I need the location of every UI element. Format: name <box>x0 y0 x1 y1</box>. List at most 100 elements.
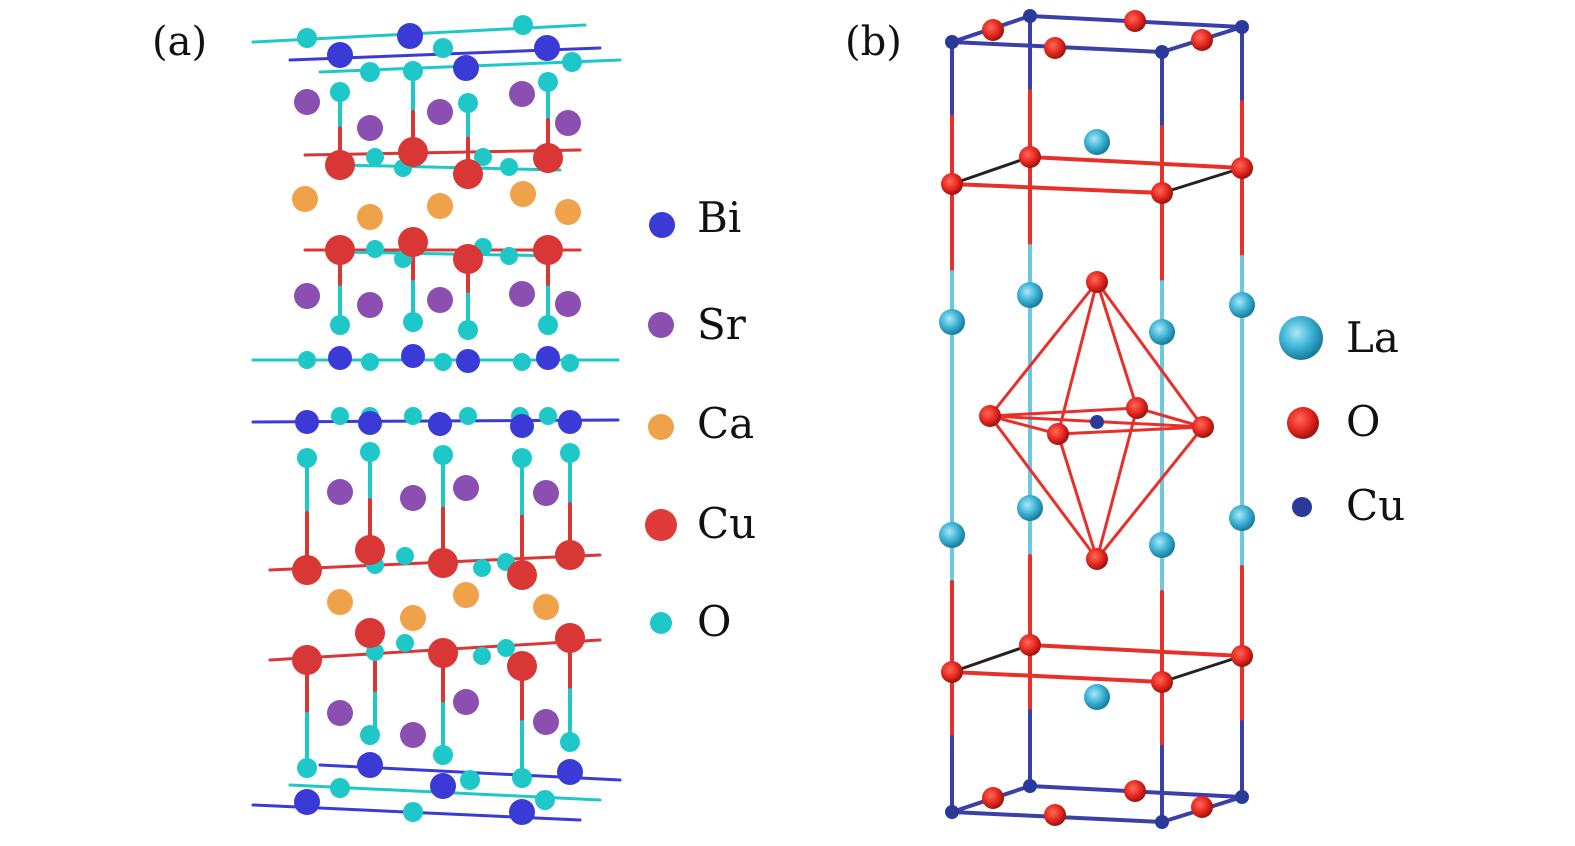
atom-bi <box>328 346 352 370</box>
atom-ca <box>533 594 559 620</box>
atom-o <box>434 353 452 371</box>
atom-bi <box>397 23 423 49</box>
atom-o <box>1191 796 1213 818</box>
atom-o <box>1044 804 1066 826</box>
atom-ca <box>327 589 353 615</box>
atom-cu <box>1155 815 1169 829</box>
atom-o <box>1044 37 1066 59</box>
atom-sr <box>427 287 453 313</box>
atom-o <box>1151 671 1173 693</box>
atom-cu <box>945 805 959 819</box>
atom-sr <box>533 480 559 506</box>
atom-cu <box>355 618 385 648</box>
atom-sr <box>509 281 535 307</box>
atom-o <box>366 148 384 166</box>
octahedron-edge <box>1056 425 1205 436</box>
atom-cu <box>507 651 537 681</box>
atom-bi <box>428 412 452 436</box>
atom-cu <box>398 137 428 167</box>
atom-ca <box>400 605 426 631</box>
legend-marker-la <box>1279 316 1323 360</box>
cell-edge <box>1028 155 1244 170</box>
atom-o <box>941 173 963 195</box>
octahedron-edge <box>988 406 1139 418</box>
octahedron-edge <box>1135 406 1205 429</box>
atom-bi <box>358 411 382 435</box>
atom-o <box>560 732 580 752</box>
atom-o <box>403 61 423 81</box>
atom-cu <box>1235 20 1249 34</box>
octahedron-edge <box>1056 280 1099 436</box>
octahedron-edge <box>1056 432 1099 561</box>
atom-o <box>331 407 349 425</box>
atom-cu <box>292 555 322 585</box>
atom-o <box>473 647 491 665</box>
atom-o <box>297 28 317 48</box>
atom-cu <box>1023 9 1037 23</box>
atom-cu <box>292 645 322 675</box>
atom-sr <box>294 283 320 309</box>
atom-ca <box>292 186 318 212</box>
atom-o <box>497 639 515 657</box>
atom-o <box>512 448 532 468</box>
atom-cu <box>555 540 585 570</box>
atom-cu <box>555 623 585 653</box>
atom-o <box>474 148 492 166</box>
atom-o <box>297 758 317 778</box>
panel-b-atoms <box>939 9 1255 829</box>
atom-o <box>404 407 422 425</box>
legend-label-cu-b: Cu <box>1346 481 1405 530</box>
atom-o <box>1019 146 1041 168</box>
panel-b-structure <box>939 9 1255 829</box>
atom-o <box>396 634 414 652</box>
octahedron-edge <box>1095 425 1205 561</box>
atom-o <box>1086 271 1108 293</box>
atom-bi <box>401 344 425 368</box>
atom-bi <box>456 349 480 373</box>
legend-marker-bi <box>649 212 675 238</box>
atom-sr <box>555 110 581 136</box>
atom-o <box>512 768 532 788</box>
legend-label-bi: Bi <box>697 193 741 242</box>
atom-o <box>1192 416 1214 438</box>
legend-marker-o <box>650 612 672 634</box>
atom-o <box>433 445 453 465</box>
atom-bi <box>294 789 320 815</box>
atom-bi <box>510 414 534 438</box>
atom-o <box>1124 780 1146 802</box>
atom-o <box>560 443 580 463</box>
atom-cu <box>1235 790 1249 804</box>
atom-o <box>538 315 558 335</box>
atom-o <box>460 770 480 790</box>
legend-marker-cu <box>645 509 677 541</box>
atom-o <box>330 82 350 102</box>
atom-o <box>360 442 380 462</box>
atom-o <box>459 407 477 425</box>
atom-la <box>1149 319 1175 345</box>
atom-cu <box>453 159 483 189</box>
atom-o <box>982 787 1004 809</box>
atom-o <box>403 802 423 822</box>
legend-label-la: La <box>1346 313 1399 362</box>
octahedron-edge <box>1095 280 1205 429</box>
atom-bi <box>536 346 560 370</box>
atom-o <box>1086 548 1108 570</box>
atom-o <box>458 93 478 113</box>
panel-a-atoms <box>292 15 585 825</box>
atom-o <box>941 661 963 683</box>
atom-o <box>330 778 350 798</box>
atom-sr <box>294 89 320 115</box>
atom-o <box>360 725 380 745</box>
atom-ca <box>510 181 536 207</box>
atom-bi <box>357 752 383 778</box>
atom-sr <box>427 99 453 125</box>
atom-o <box>360 62 380 82</box>
atom-o <box>1151 182 1173 204</box>
atom-sr <box>357 115 383 141</box>
atom-la <box>1229 292 1255 318</box>
atom-la <box>939 309 965 335</box>
cell-edge <box>1160 166 1244 195</box>
atom-bi <box>295 410 319 434</box>
atom-sr <box>509 81 535 107</box>
